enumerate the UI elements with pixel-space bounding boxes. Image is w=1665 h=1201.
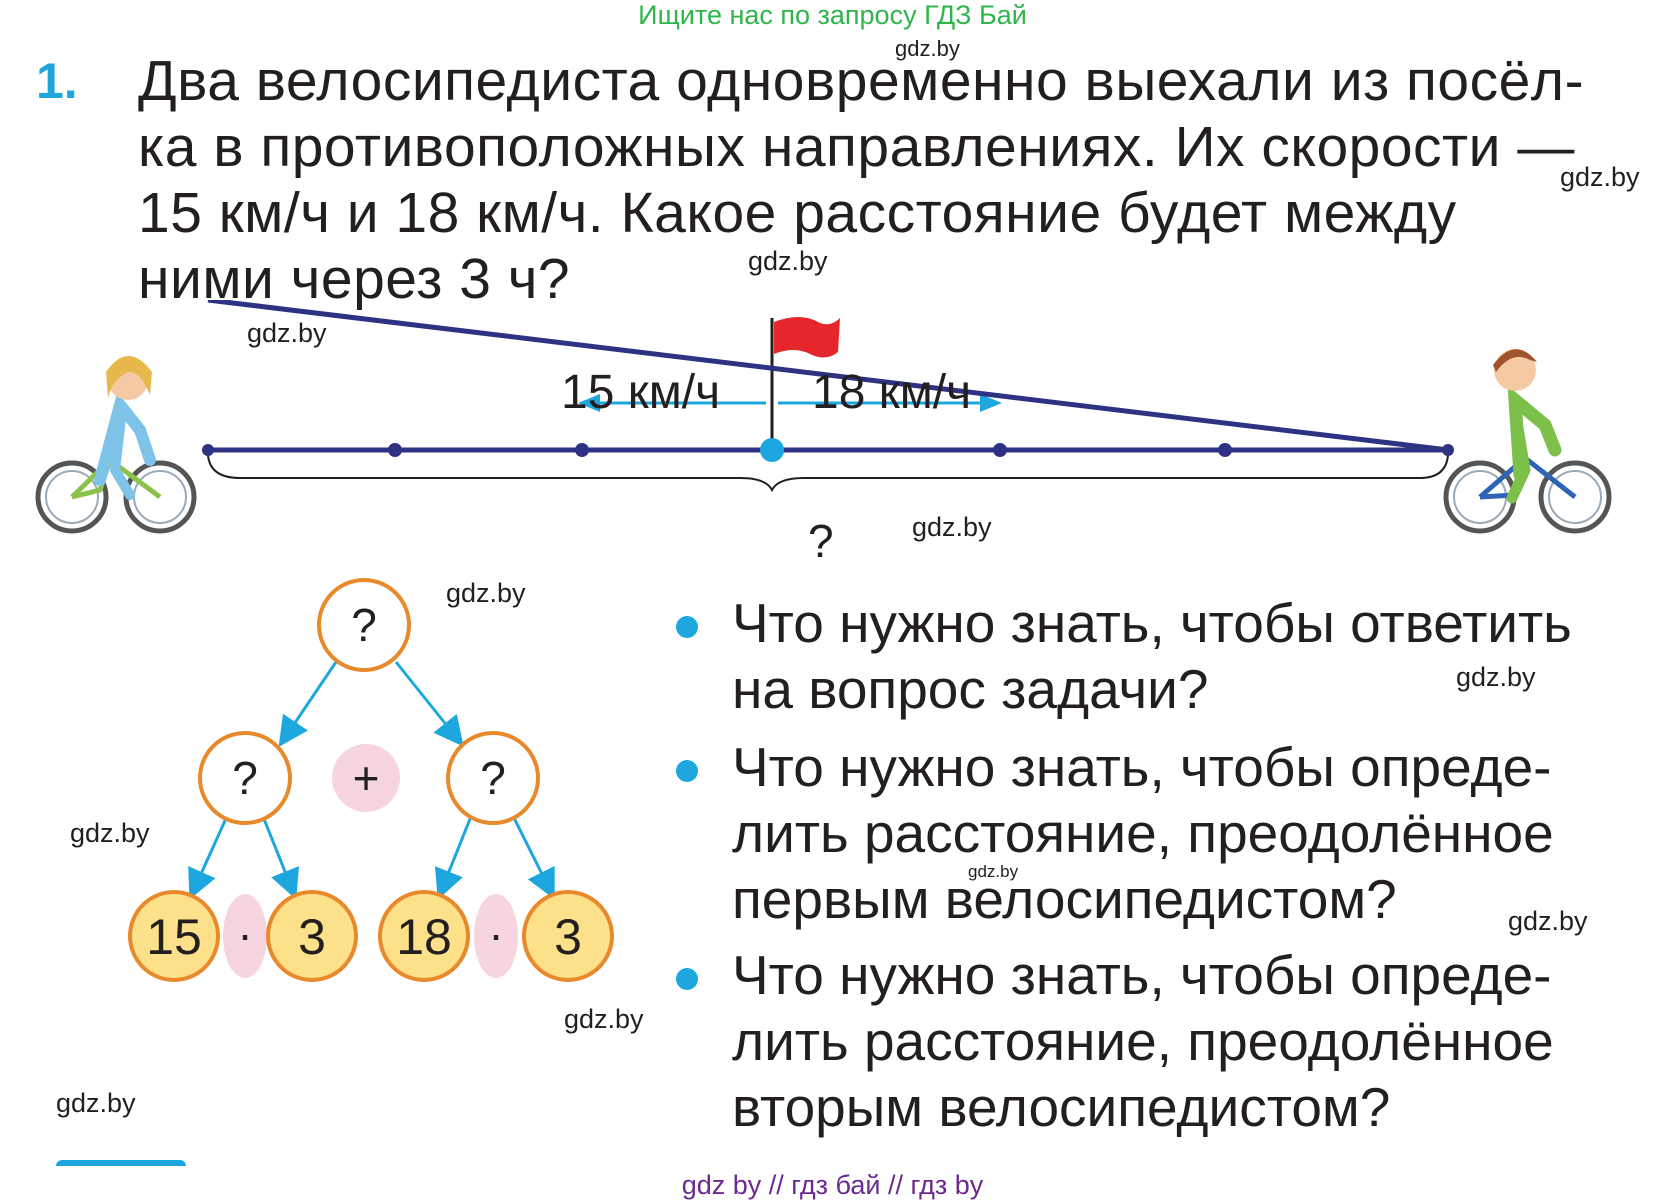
footer-watermark: gdz by // гдз бай // гдз by [681, 1170, 984, 1200]
flag-icon [774, 317, 840, 358]
task-number: 1. [36, 53, 78, 109]
plus-operator-badge [332, 744, 400, 812]
route-line [207, 300, 1449, 453]
task-text: Два велосипедиста одновременно выехали и… [138, 48, 1628, 312]
multiply-operator-badge [223, 894, 267, 978]
question-line: лить расстояние, преодолённое [732, 802, 1554, 864]
question-3: Что нужно знать, чтобы опреде- лить расс… [732, 942, 1632, 1140]
watermark: gdz.by [912, 512, 992, 542]
task-line: 15 км/ч и 18 км/ч. Какое расстояние буде… [138, 181, 1457, 245]
tree-edge [278, 661, 338, 747]
tree-edge [188, 813, 230, 900]
total-distance-brace [207, 454, 1449, 493]
question-line: на вопрос задачи? [732, 658, 1209, 720]
bullet-icon [676, 616, 698, 638]
search-hint: Ищите нас по запросу ГДЗ Бай [638, 0, 1027, 30]
right-speed-label: 18 км/ч [812, 366, 972, 419]
tick-dot [202, 444, 214, 456]
boy-cyclist-illustration [1443, 349, 1612, 534]
motion-diagram [35, 300, 1612, 534]
watermark: gdz.by [1456, 662, 1536, 692]
start-point [760, 438, 784, 462]
question-line: лить расстояние, преодолённое [732, 1010, 1554, 1072]
leaf-node-label: 18 [396, 909, 452, 965]
tree-edge [510, 813, 555, 900]
leaf-node [522, 890, 614, 982]
watermark: gdz.by [446, 578, 526, 608]
tree-edge [260, 813, 300, 900]
tick-dot [1442, 444, 1454, 456]
tick-dot [575, 443, 589, 457]
question-1: Что нужно знать, чтобы ответить на вопро… [732, 590, 1632, 722]
watermark: gdz.by [564, 1004, 644, 1034]
question-2: Что нужно знать, чтобы опреде- лить расс… [732, 734, 1632, 932]
root-node-label: ? [351, 599, 377, 651]
right-node-label: ? [480, 752, 506, 804]
tree-edge [394, 661, 464, 747]
girl-cyclist-illustration [35, 356, 197, 534]
decorative-stripe [56, 1160, 186, 1166]
plus-operator: + [353, 752, 380, 804]
watermark: gdz.by [56, 1088, 136, 1118]
question-line: вторым велосипедистом? [732, 1076, 1391, 1138]
leaf-node-label: 3 [554, 909, 582, 965]
watermark: gdz.by [1508, 906, 1588, 936]
tick-dot [388, 443, 402, 457]
task-line: ка в противоположных направлениях. Их ск… [138, 115, 1575, 179]
leaf-node [266, 890, 358, 982]
bullet-icon [676, 968, 698, 990]
solution-tree: ? ? + ? · · 15 3 18 3 [128, 578, 614, 982]
watermark: gdz.by [247, 318, 327, 348]
multiply-operator: · [488, 908, 503, 960]
question-line: Что нужно знать, чтобы опреде- [732, 944, 1552, 1006]
root-node [317, 578, 411, 672]
arrow-head-icon [578, 394, 600, 412]
leaf-node [378, 890, 470, 982]
arrow-head-icon [980, 394, 1002, 412]
leaf-node [128, 890, 220, 982]
watermark: gdz.by [968, 862, 1019, 881]
multiply-operator: · [237, 908, 252, 960]
task-line: Два велосипедиста одновременно выехали и… [138, 49, 1585, 113]
left-speed-label: 15 км/ч [561, 366, 721, 419]
question-line: первым велосипедистом? [732, 868, 1397, 930]
multiply-operator-badge [474, 894, 518, 978]
tree-edge [434, 813, 474, 900]
left-node-label: ? [232, 752, 258, 804]
left-node [198, 731, 292, 825]
question-line: Что нужно знать, чтобы опреде- [732, 736, 1552, 798]
total-distance-question: ? [808, 515, 834, 567]
watermark: gdz.by [70, 818, 150, 848]
question-line: Что нужно знать, чтобы ответить [732, 592, 1572, 654]
tick-dot [993, 443, 1007, 457]
right-node [446, 731, 540, 825]
leaf-node-label: 15 [146, 909, 202, 965]
tick-dot [1218, 443, 1232, 457]
watermark: gdz.by [748, 246, 828, 276]
watermark: gdz.by [895, 36, 960, 61]
watermark: gdz.by [1560, 162, 1640, 192]
bullet-icon [676, 760, 698, 782]
leaf-node-label: 3 [298, 909, 326, 965]
